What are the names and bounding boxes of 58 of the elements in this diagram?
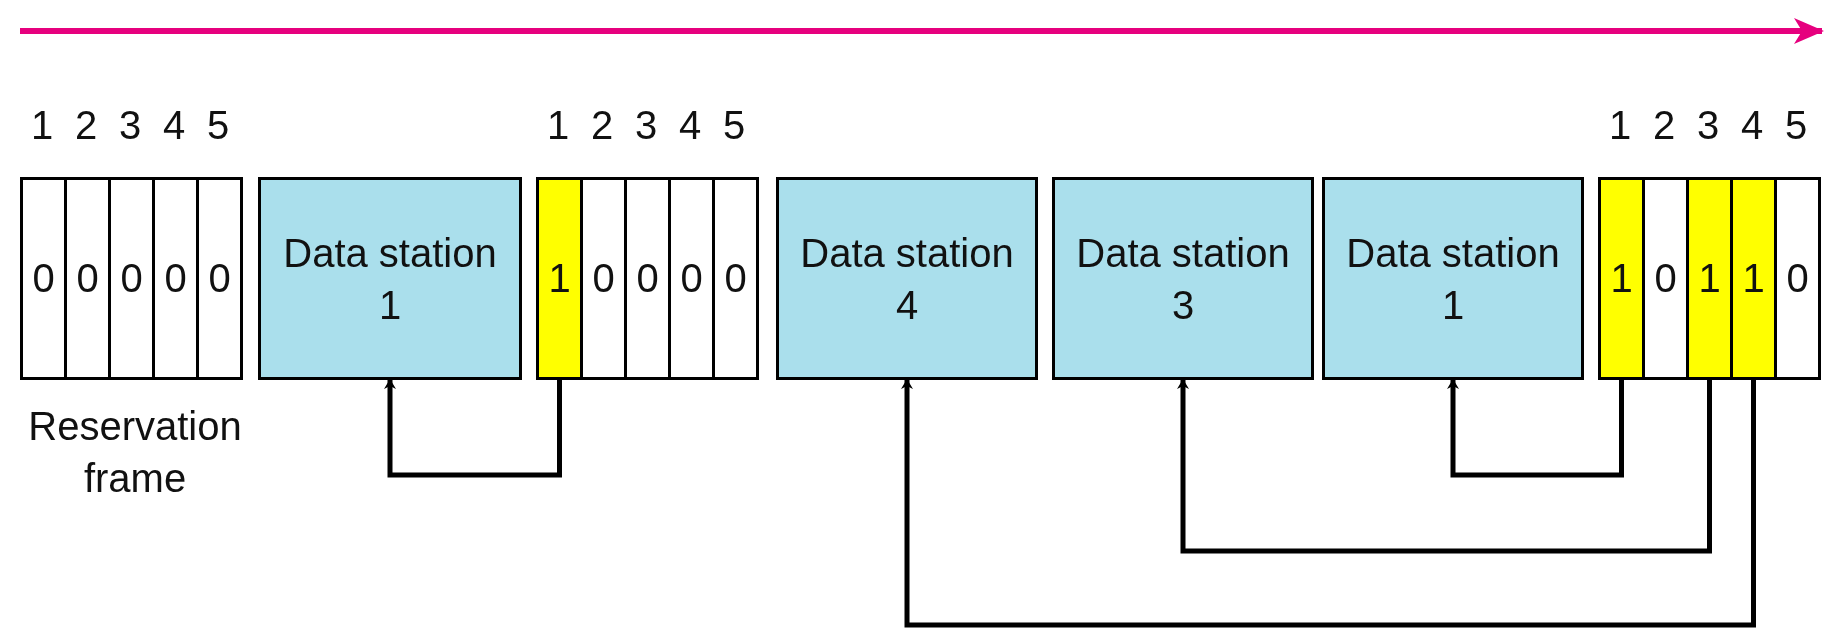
- slot-number: 4: [677, 102, 703, 149]
- arrow: [1447, 379, 1624, 478]
- slot-number: 4: [161, 102, 187, 149]
- arrow: [1177, 379, 1712, 554]
- reservation-slot: [152, 177, 199, 380]
- slot-bit: 1: [1610, 256, 1633, 301]
- data-frame-label: Data station 4: [799, 229, 1015, 329]
- slot-bit: 0: [208, 256, 231, 301]
- reservation-slot: [536, 177, 583, 380]
- slot-bit: 0: [1786, 256, 1809, 301]
- slot-number: 2: [1651, 102, 1677, 149]
- slot-bit: 0: [592, 256, 615, 301]
- data-frame-box: [258, 177, 522, 380]
- reservation-slot: [64, 177, 111, 380]
- slot-bit: 0: [120, 256, 143, 301]
- data-frame-label: Data station 1: [1345, 229, 1561, 329]
- frame-caption: Reservation frame: [27, 403, 243, 502]
- slot-bit: 0: [680, 256, 703, 301]
- reservation-slot: [580, 177, 627, 380]
- arrow: [901, 379, 1756, 628]
- reservation-slot: [1642, 177, 1689, 380]
- slot-bit: 0: [636, 256, 659, 301]
- slot-number: 4: [1739, 102, 1765, 149]
- data-frame-label: Data station 3: [1075, 229, 1291, 329]
- data-frame-box: [1322, 177, 1584, 380]
- slot-bit: 0: [1654, 256, 1677, 301]
- reservation-slot: [1774, 177, 1821, 380]
- slot-number: 1: [545, 102, 571, 149]
- reservation-slot: [108, 177, 155, 380]
- reservation-slot: [196, 177, 243, 380]
- slot-number: 5: [205, 102, 231, 149]
- slot-number: 1: [29, 102, 55, 149]
- arrow: [384, 379, 562, 478]
- slot-bit: 1: [1698, 256, 1721, 301]
- data-frame-box: [1052, 177, 1314, 380]
- slot-number: 5: [721, 102, 747, 149]
- slot-bit: 1: [1742, 256, 1765, 301]
- slot-number: 2: [589, 102, 615, 149]
- slot-number: 2: [73, 102, 99, 149]
- slot-number: 3: [633, 102, 659, 149]
- slot-bit: 0: [164, 256, 187, 301]
- slot-bit: 1: [548, 256, 571, 301]
- reservation-slot: [20, 177, 67, 380]
- reservation-slot: [712, 177, 759, 380]
- reservation-slot: [1730, 177, 1777, 380]
- slot-number: 3: [1695, 102, 1721, 149]
- reservation-slot: [1598, 177, 1645, 380]
- reservation-slot: [624, 177, 671, 380]
- reservation-slot: [668, 177, 715, 380]
- slot-number: 3: [117, 102, 143, 149]
- slot-number: 1: [1607, 102, 1633, 149]
- slot-bit: 0: [32, 256, 55, 301]
- slot-bit: 0: [76, 256, 99, 301]
- data-frame-box: [776, 177, 1038, 380]
- slot-bit: 0: [724, 256, 747, 301]
- slot-number: 5: [1783, 102, 1809, 149]
- data-frame-label: Data station 1: [282, 229, 498, 329]
- reservation-slot: [1686, 177, 1733, 380]
